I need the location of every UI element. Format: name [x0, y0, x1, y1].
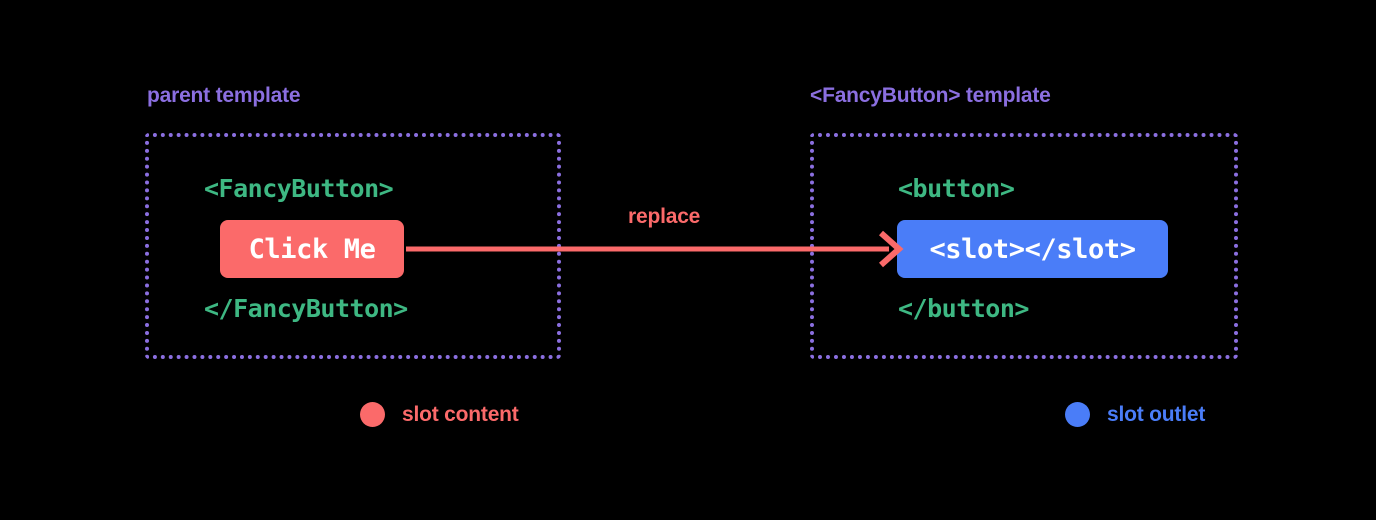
replace-arrow-icon: [406, 230, 904, 268]
parent-close-tag: </FancyButton>: [204, 294, 408, 323]
parent-open-tag: <FancyButton>: [204, 174, 394, 203]
fancybutton-template-title: <FancyButton> template: [810, 84, 1051, 107]
parent-template-title: parent template: [147, 84, 301, 107]
parent-template-box: [145, 133, 561, 359]
fancybutton-template-box: [810, 133, 1238, 359]
legend-label-slot-outlet: slot outlet: [1107, 402, 1206, 426]
legend-label-slot-content: slot content: [402, 402, 519, 426]
replace-label: replace: [628, 205, 701, 228]
slot-content-pill: Click Me: [220, 220, 404, 278]
button-open-tag: <button>: [898, 174, 1015, 203]
legend-item-slot-content: slot content: [360, 402, 519, 427]
legend-item-slot-outlet: slot outlet: [1065, 402, 1205, 427]
slot-content-swatch-icon: [360, 402, 385, 427]
button-close-tag: </button>: [898, 294, 1029, 323]
slot-outlet-swatch-icon: [1065, 402, 1090, 427]
slot-outlet-pill: <slot></slot>: [897, 220, 1168, 278]
